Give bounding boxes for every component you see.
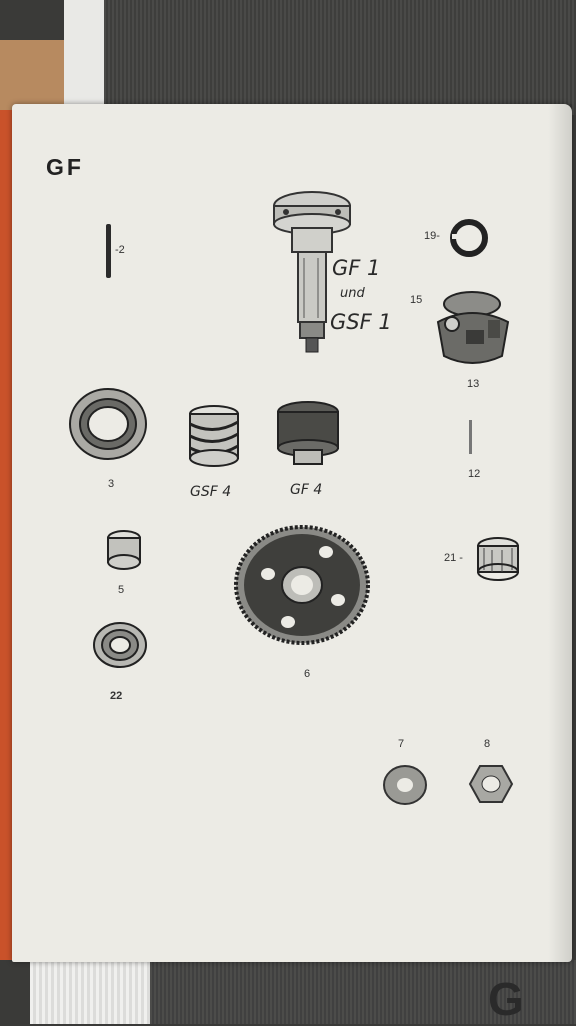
label-gsf1: GSF 1 (330, 310, 392, 334)
label-5: 5 (118, 584, 125, 596)
label-8: 8 (484, 738, 491, 750)
label-2: 2 (118, 244, 125, 256)
label-13: 13 (467, 378, 480, 390)
background-glyph: G (488, 973, 524, 1025)
label-gsf4: GSF 4 (190, 484, 232, 500)
label-21: 21 (444, 552, 457, 564)
label-gf4: GF 4 (290, 482, 323, 498)
part-3-ball-bearing (69, 388, 147, 460)
part-8-nut (468, 765, 514, 803)
label-3: 3 (108, 478, 115, 490)
part-gf1-shaft (273, 191, 351, 353)
part-12-pin (469, 420, 472, 454)
part-2-pin (106, 224, 111, 278)
catalog-page: GF -2 GF 1 und GSF 1 19- 15 13 (12, 104, 572, 962)
background-binder-top (100, 0, 576, 115)
label-12: 12 (468, 468, 481, 480)
section-title: GF (46, 154, 84, 180)
part-21-needle-bearing (477, 537, 519, 581)
label-15: 15 (410, 294, 423, 306)
part-gsf4-worm (189, 405, 239, 467)
label-und: und (340, 286, 365, 301)
part-7-washer (383, 765, 427, 805)
label-7: 7 (398, 738, 405, 750)
part-19-snap-ring (450, 219, 488, 257)
label-19: 19 (424, 230, 437, 242)
label-22: 22 (110, 690, 123, 702)
background-paper-top (64, 0, 104, 120)
part-13-clutch-housing (436, 291, 510, 364)
background-paper-stack (30, 960, 150, 1024)
label-6: 6 (304, 668, 311, 680)
background-binder-bottom (150, 960, 576, 1024)
part-5-bushing (107, 530, 141, 570)
part-6-gear (234, 525, 370, 645)
part-22-ring (93, 622, 147, 668)
part-gf4-cup (277, 401, 339, 465)
label-gf1: GF 1 (332, 256, 381, 280)
